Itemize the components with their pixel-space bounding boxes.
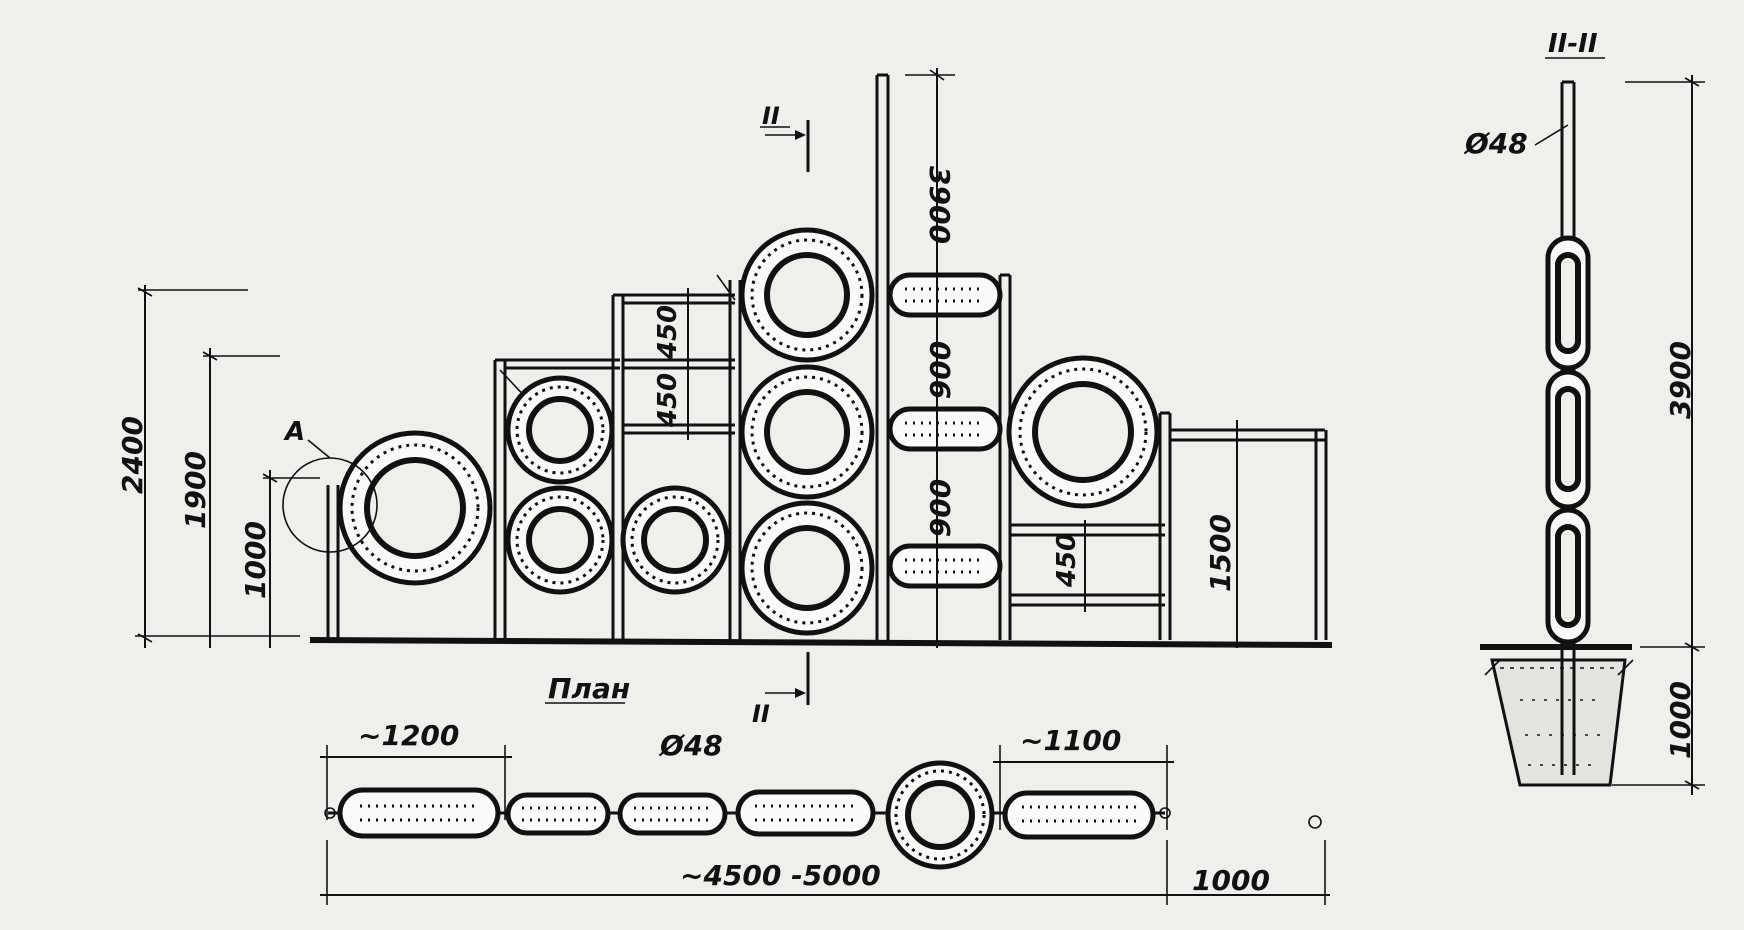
plan-title: План [548, 672, 630, 705]
section-tire-middle [1545, 369, 1591, 510]
tire-left-large [337, 430, 493, 586]
dim-450-lower-label: 450 [653, 373, 683, 428]
dim-section-1000-label: 1000 [1664, 681, 1697, 759]
ground-line [309, 637, 1333, 648]
detail-callout-a: A [282, 417, 378, 553]
tire-frame2-bottom [620, 485, 730, 595]
section-tire-bottom [1545, 507, 1591, 645]
frame-section-3 [716, 274, 742, 640]
dim-plan-left-segment: ~1200 [320, 719, 512, 820]
plan-post-end [1308, 815, 1322, 829]
dim-plan-total: ~4500 -5000 1000 [320, 840, 1330, 905]
section-mark-top-label: II [762, 102, 780, 130]
dim-1500: 1500 [1204, 420, 1238, 648]
dim-plan-right-segment: ~1100 [993, 724, 1174, 830]
dim-450-right: 450 [1052, 520, 1086, 612]
tire-center-bottom [739, 500, 875, 636]
dim-1900-label: 1900 [179, 451, 212, 529]
section-mark-bottom-label: II [752, 700, 770, 728]
section-mark-top: II [760, 102, 810, 172]
dim-section-3900: 3900 [1625, 75, 1705, 795]
detail-callout-label: A [283, 417, 305, 447]
dim-3900-label: 3900 [923, 166, 956, 244]
section-title: II-II [1548, 29, 1598, 59]
plan-tire-5-upright [885, 760, 995, 870]
dim-1000: 1000 [239, 470, 320, 648]
plan-view: План Ø48 ~1200 ~1100 [320, 672, 1330, 905]
tire-horizontal-bottom [887, 543, 1003, 589]
tire-frame1-bottom [505, 485, 615, 595]
section-mark-bottom: II [752, 652, 810, 728]
frame-section-2 [611, 293, 735, 640]
frame-section-6 [1170, 428, 1328, 640]
dim-plan-right-label: ~1100 [1020, 724, 1121, 757]
frame-section-5 [1010, 411, 1172, 640]
plan-tire-2 [505, 792, 611, 836]
dim-plan-end-label: 1000 [1192, 864, 1270, 897]
plan-tire-1 [337, 787, 501, 839]
plan-post-left [324, 807, 336, 819]
dim-1500-label: 1500 [1204, 514, 1237, 592]
dim-450-upper: 450 450 [653, 288, 689, 440]
dim-2400-label: 2400 [116, 416, 149, 494]
dim-3900: 3900 900 900 [905, 68, 957, 648]
dim-450-upper-label: 450 [653, 305, 683, 360]
dim-section-3900-label: 3900 [1664, 341, 1697, 419]
frame-section-4 [998, 273, 1012, 640]
section-tire-top [1545, 235, 1591, 371]
dim-450-right-label: 450 [1052, 533, 1082, 588]
dim-section-1000: 1000 [1612, 681, 1705, 790]
section-view: II-II Ø48 [1463, 29, 1705, 795]
dim-plan-total-label: ~4500 -5000 [680, 859, 881, 892]
plan-tire-6 [1002, 790, 1156, 840]
tire-right-large [1006, 355, 1160, 509]
dim-1000-label: 1000 [239, 521, 272, 599]
plan-pipe-diameter: Ø48 [658, 729, 723, 762]
tire-horizontal-top [887, 272, 1003, 318]
dim-plan-left-label: ~1200 [358, 719, 459, 752]
left-low-post [326, 485, 340, 640]
front-view: A II II 2400 1900 [116, 68, 1333, 728]
section-pipe-diameter: Ø48 [1463, 127, 1528, 160]
frame-section-1 [493, 358, 620, 640]
plan-tire-3 [617, 792, 728, 836]
tall-post [875, 73, 890, 640]
tire-horizontal-middle [887, 406, 1003, 452]
plan-post-right [1159, 807, 1171, 819]
tire-frame1-top [505, 375, 615, 485]
dim-2400: 2400 [116, 285, 248, 648]
tire-center-middle [739, 364, 875, 500]
dim-1900: 1900 [179, 348, 280, 648]
dim-900-lower-label: 900 [924, 479, 957, 537]
plan-tire-4 [735, 789, 876, 837]
dim-900-upper-label: 900 [924, 341, 957, 399]
tire-center-top [739, 227, 875, 363]
foundation [1484, 650, 1634, 787]
